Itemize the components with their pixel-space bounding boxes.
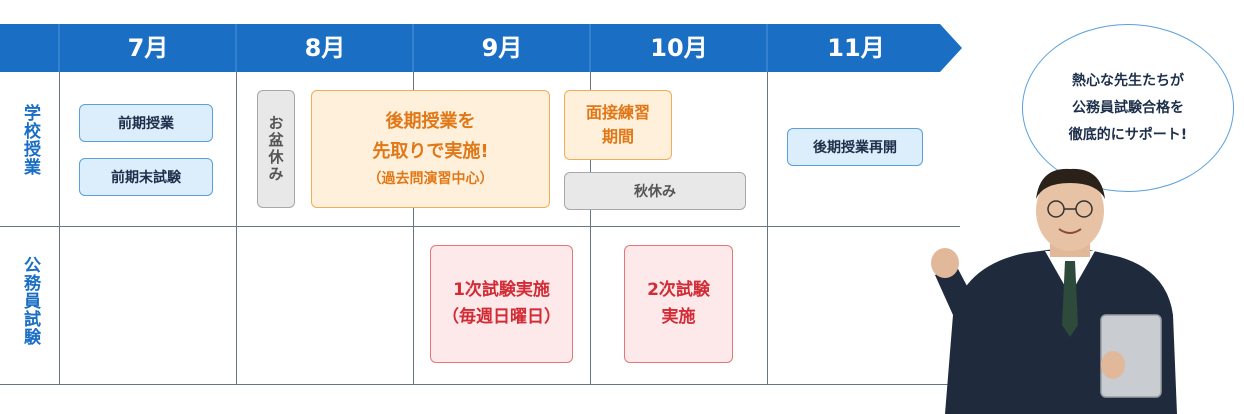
advance-line-2: 先取りで実施! <box>372 141 489 162</box>
event-second-term-advance: 後期授業を 先取りで実施! （過去問演習中心） <box>311 90 550 208</box>
second-exam-line-2: 実施 <box>661 307 696 327</box>
event-autumn-break: 秋休み <box>564 172 746 210</box>
obon-break-label: お盆休み <box>266 115 285 183</box>
event-obon-break: お盆休み <box>257 90 295 208</box>
month-header-arrow <box>0 24 962 72</box>
row-label-exam: 公務員試験 <box>20 256 40 346</box>
bubble-line-1: 熱心な先生たちが <box>1072 72 1184 89</box>
interview-line-1: 面接練習 <box>585 103 650 122</box>
row-divider <box>0 226 960 227</box>
month-october: 10月 <box>650 34 708 62</box>
event-second-term-resume: 後期授業再開 <box>787 128 923 166</box>
second-exam-line-1: 2次試験 <box>647 280 710 300</box>
event-first-term-exam: 前期末試験 <box>79 158 213 196</box>
row-label-school: 学校授業 <box>20 104 40 176</box>
first-exam-line-1: 1次試験実施 <box>453 280 550 300</box>
event-first-exam: 1次試験実施 （毎週日曜日） <box>430 245 573 363</box>
month-september: 9月 <box>481 34 523 62</box>
event-first-term-classes: 前期授業 <box>79 104 213 142</box>
bubble-line-2: 公務員試験合格を <box>1072 99 1184 116</box>
event-interview-practice: 面接練習 期間 <box>564 90 672 160</box>
event-second-exam: 2次試験 実施 <box>624 245 733 363</box>
month-november: 11月 <box>827 34 885 62</box>
month-july: 7月 <box>127 34 169 62</box>
grid-line <box>236 72 237 384</box>
first-exam-line-2: （毎週日曜日） <box>442 307 561 327</box>
grid-line <box>413 72 414 384</box>
grid-line <box>767 72 768 384</box>
advance-line-3: （過去問演習中心） <box>367 171 494 187</box>
table-bottom-line <box>0 384 960 385</box>
month-august: 8月 <box>304 34 346 62</box>
advance-line-1: 後期授業を <box>385 111 476 132</box>
interview-line-2: 期間 <box>601 127 634 146</box>
grid-line <box>590 72 591 384</box>
teacher-photo <box>931 168 1177 414</box>
bubble-line-3: 徹底的にサポート! <box>1068 126 1188 143</box>
speech-bubble: 熱心な先生たちが 公務員試験合格を 徹底的にサポート! <box>1022 24 1234 192</box>
grid-line <box>59 72 60 384</box>
